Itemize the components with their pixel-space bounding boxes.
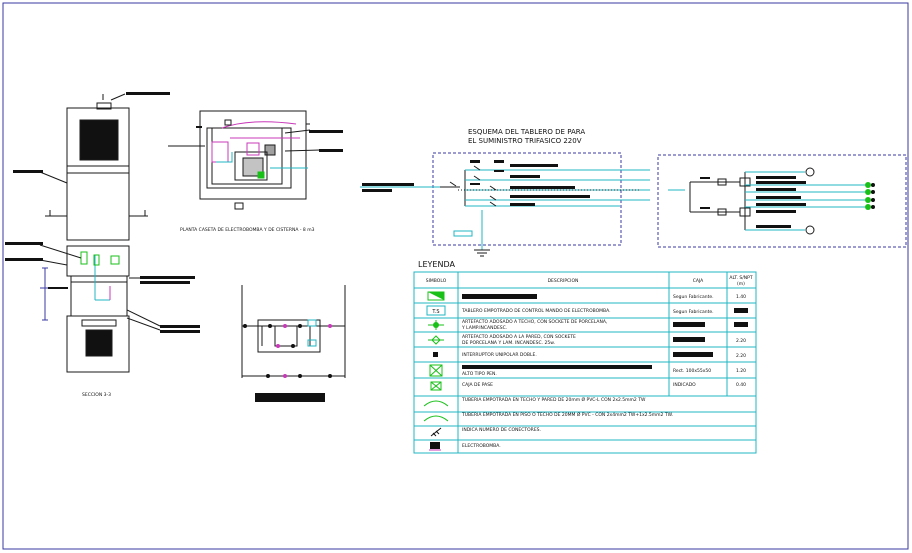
legend-row-4-box-bar (673, 337, 705, 342)
wiring-detail-marks (243, 319, 332, 402)
legend-box-values: Segun Fabricante. Segun Fabricante. Rect… (673, 294, 714, 388)
legend-row-8-description: TUBERIA EMPOTRADA EN TECHO Y PARED DE 20… (461, 396, 646, 403)
legend-row-3-description-2: Y LAMP.INCANDESC. (461, 325, 507, 331)
wiring-detail (241, 285, 346, 378)
ceiling-conduit-icon (423, 400, 449, 407)
legend-header-height-2: (m) (737, 281, 745, 287)
legend-row-9-description: TUBERIA EMPOTRADA EN PISO O TECHO DE 20M… (461, 411, 673, 418)
legend-header-box: CAJA (693, 278, 704, 284)
schema-board (360, 152, 650, 257)
legend-row-3-height-bar (734, 322, 748, 327)
pass-box-icon (430, 381, 442, 391)
legend-row-10-description: INDICA NUMERO DE CONECTORES. (462, 427, 541, 433)
ceiling-light-icon (428, 320, 444, 330)
legend-row-7-box: INDICADO (673, 382, 696, 388)
schema-board-labels (362, 160, 590, 206)
legend-row-2-description: TABLERO EMPOTRADO DE CONTROL MANDO DE EL… (461, 308, 611, 314)
legend-row-4-height: 2.20 (736, 338, 746, 344)
section-caption: SECCION 3-3 (82, 392, 111, 398)
legend-row-6-height: 1.20 (736, 368, 746, 374)
legend-row-3-box-bar (673, 322, 705, 327)
legend-row-11-description: ELECTROBOMBA. (462, 443, 501, 449)
pump-icon (429, 442, 441, 451)
legend-row-5-box-bar (673, 352, 713, 357)
box-x-icon (429, 364, 443, 377)
section-labels (5, 92, 200, 333)
legend-header-description: DESCRIPCION (548, 278, 579, 284)
ts-icon-label: T.S (431, 309, 439, 315)
schema-title-line2: EL SUMINISTRO TRIFASICO 220V (468, 137, 582, 145)
legend-symbols: T.S (423, 291, 449, 451)
wall-light-icon (428, 335, 444, 345)
legend-title: LEYENDA (418, 260, 455, 269)
legend-row-7-description: CAJA DE PASE (462, 382, 493, 388)
switch-icon (433, 352, 438, 357)
connector-count-icon (430, 427, 442, 437)
legend-header-height-1: ALT. S/NPT (729, 275, 752, 281)
legend-row-3-description-1: ARTEFACTO ADOSADO A TECHO, CON SOCKETE D… (462, 319, 607, 325)
schema-title-line1: ESQUEMA DEL TABLERO DE PARA (468, 128, 585, 136)
legend-row-2-box: Segun Fabricante. (673, 309, 714, 315)
legend-row-1-height: 1.40 (736, 294, 746, 300)
section-elevation (39, 93, 161, 373)
legend-row-6-description-bar (462, 365, 652, 369)
legend-height-values: 1.40 2.20 2.20 1.20 0.40 (734, 294, 748, 388)
legend-row-6-extra: ALTO TIPO PEN. (462, 371, 497, 377)
plan-labels (196, 126, 343, 152)
legend-row-1-box: Segun Fabricante. (673, 294, 714, 300)
legend-row-5-height: 2.20 (736, 353, 746, 359)
board-icon (427, 291, 445, 301)
legend-row-2-height-bar (734, 308, 748, 313)
legend-descriptions: TABLERO EMPOTRADO DE CONTROL MANDO DE EL… (461, 294, 673, 449)
legend-row-5-description: INTERRUPTOR UNIPOLAR DOBLE. (462, 352, 537, 358)
floor-conduit-icon (423, 415, 449, 422)
legend-header-symbol: SIMBOLO (426, 278, 447, 284)
plan-caption: PLANTA CASETA DE ELECTROBOMBA Y DE CISTE… (180, 227, 315, 233)
legend-row-7-height: 0.40 (736, 382, 746, 388)
legend-row-1-description-bar (462, 294, 537, 299)
legend-row-4-description-1: ARTEFACTO ADOSADO A LA PARED, CON SOCKET… (462, 334, 576, 340)
legend-table (413, 271, 757, 454)
pump-house-plan (168, 110, 321, 210)
legend-row-6-box: Rect. 100x55x50 (673, 368, 711, 374)
schema-load-marks (700, 176, 875, 228)
legend-row-4-description-2: DE PORCELANA Y LAM. INCANDESC. 25w. (462, 340, 555, 346)
schema-load-panel (657, 154, 907, 248)
ts-icon: T.S (426, 305, 446, 316)
